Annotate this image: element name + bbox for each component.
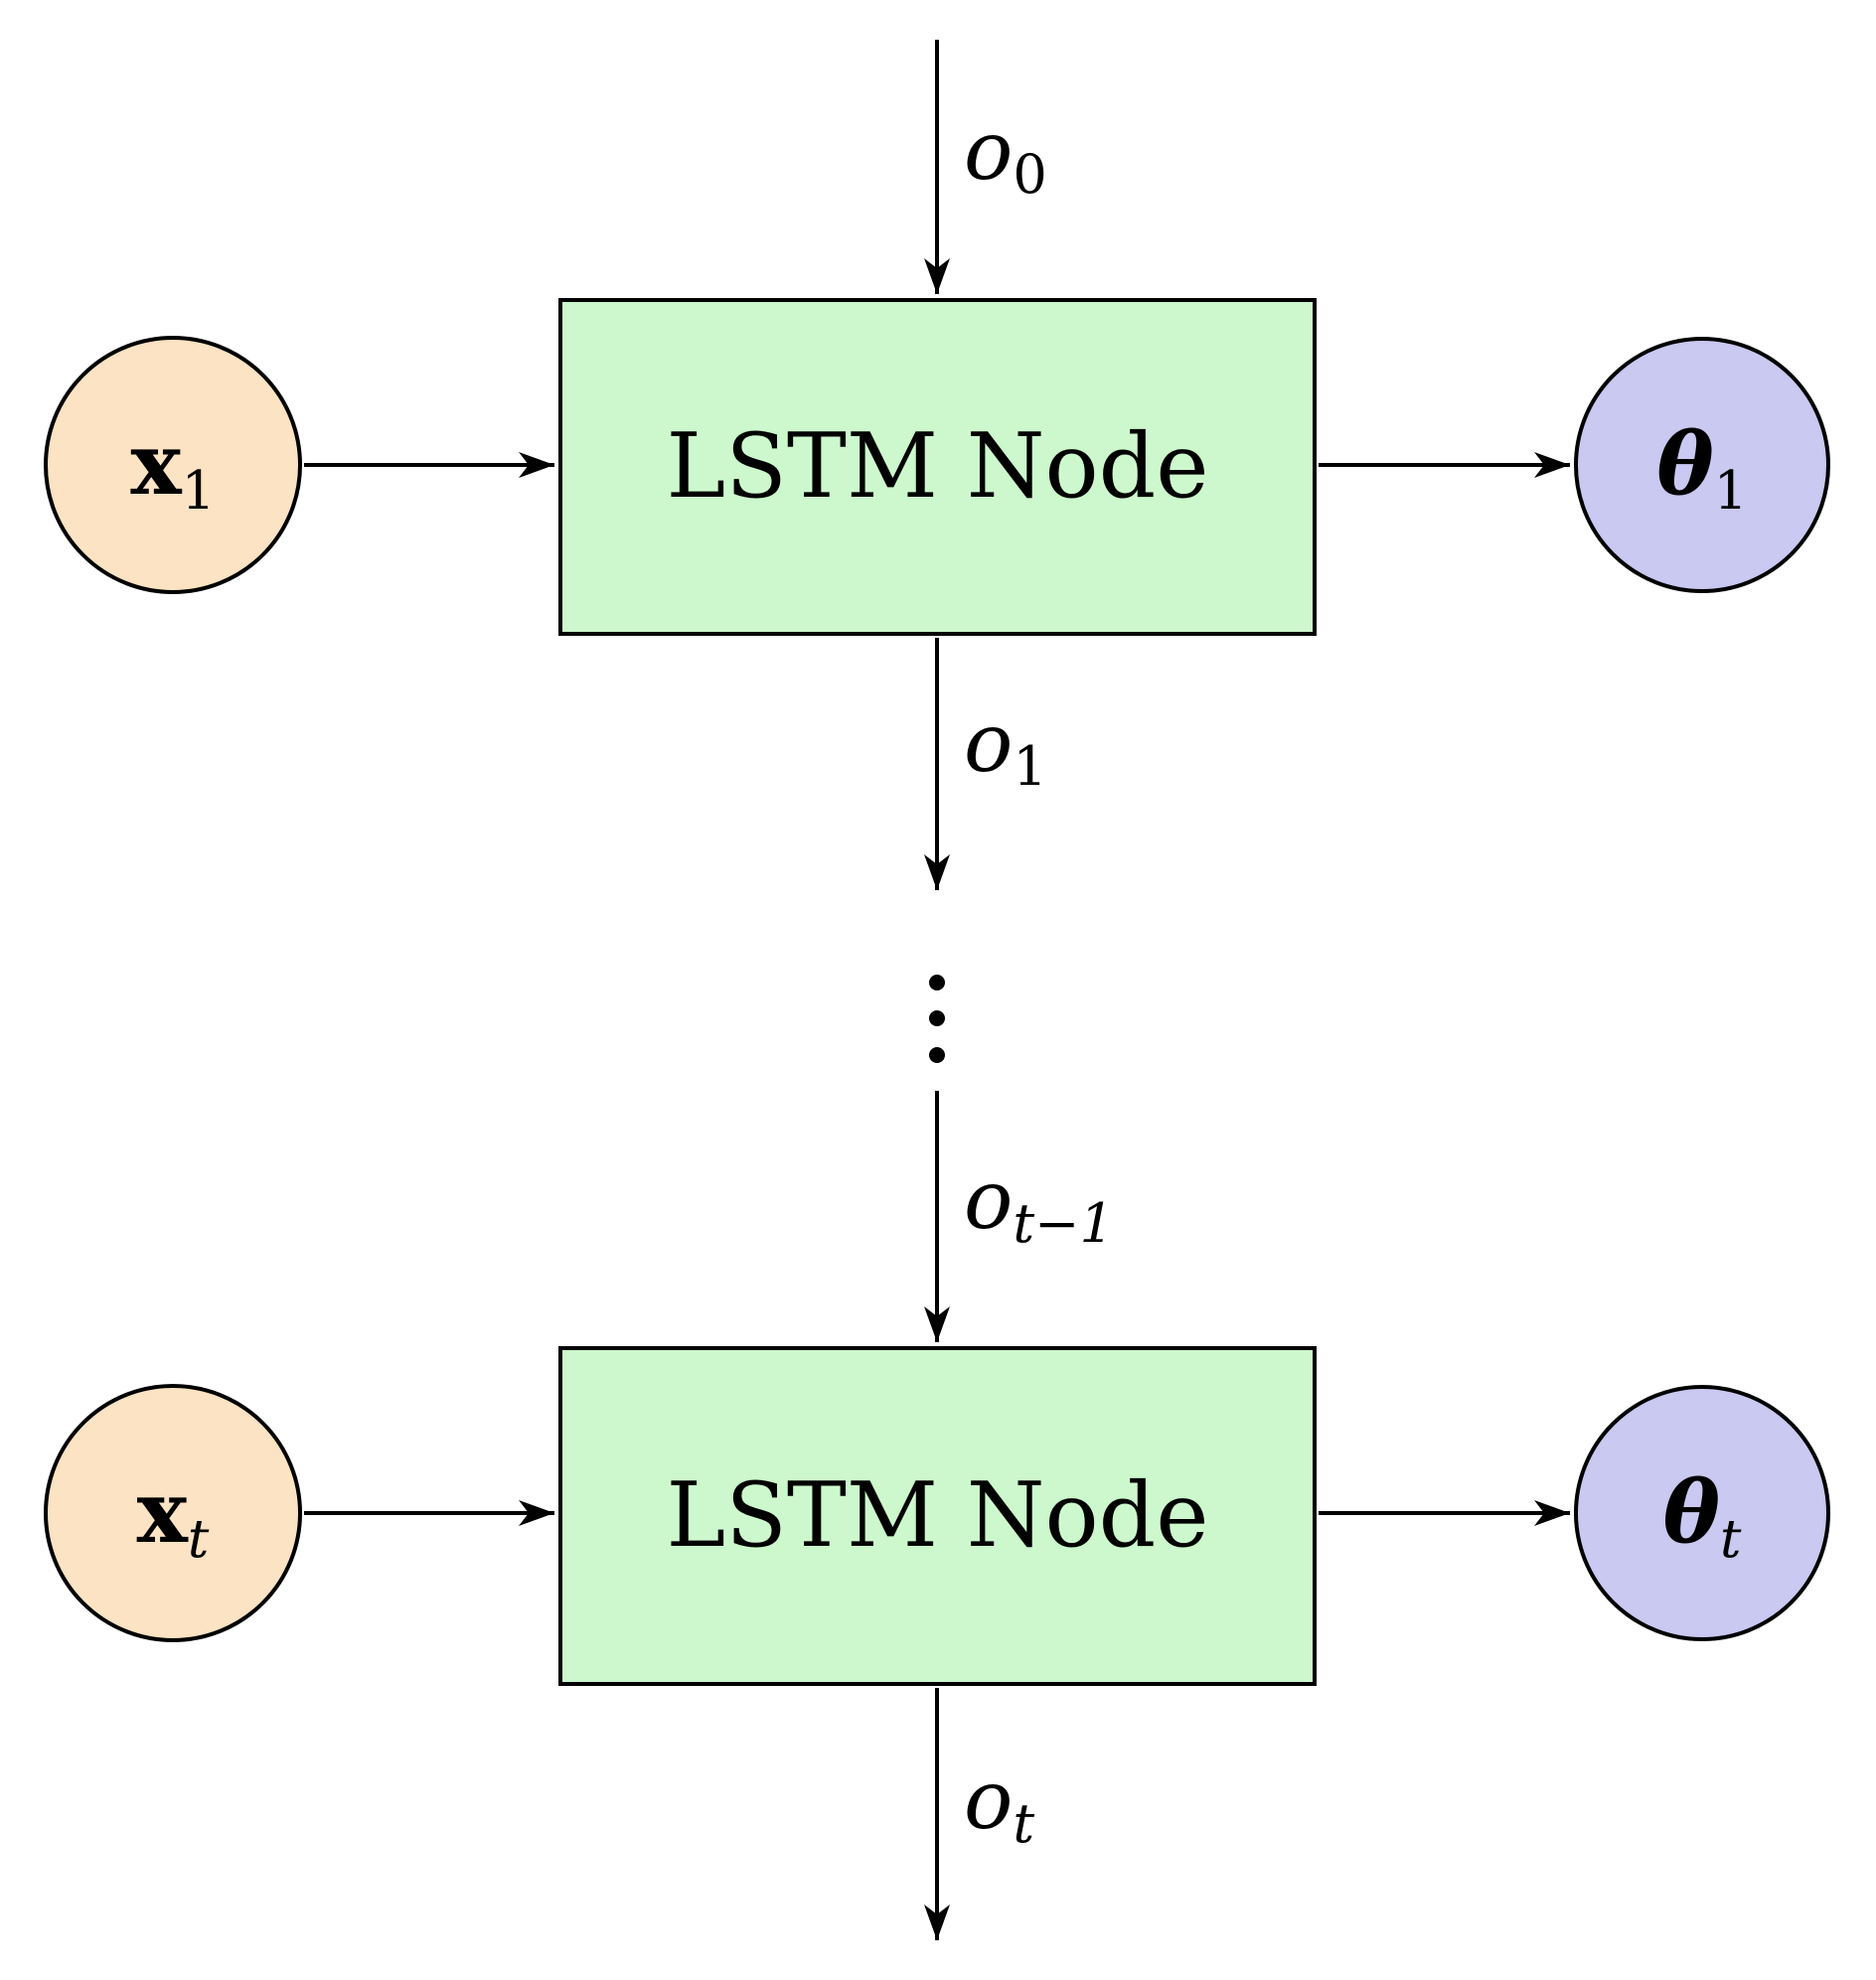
output-node-thetat-label: θt: [1662, 1462, 1742, 1570]
output-node-theta1-label: θ1: [1656, 414, 1748, 522]
input-node-xt-label: xt: [136, 1462, 210, 1570]
vertical-ellipsis: [929, 975, 945, 1063]
edge-label-ot: ot: [964, 1753, 1035, 1856]
input-node-xt: xt: [44, 1384, 302, 1642]
input-node-x1: x1: [44, 336, 302, 594]
lstm-node-1-box: LSTM Node: [558, 298, 1317, 636]
lstm-node-2-box: LSTM Node: [558, 1346, 1317, 1686]
output-node-thetat: θt: [1574, 1385, 1830, 1641]
ellipsis-dot: [929, 975, 945, 990]
ellipsis-dot: [929, 1047, 945, 1063]
output-node-theta1: θ1: [1574, 337, 1830, 593]
input-node-x1-label: x1: [130, 414, 216, 522]
edge-label-ot-minus-1: ot−1: [964, 1153, 1114, 1256]
edge-label-o0: o0: [964, 104, 1047, 207]
lstm-node-2-label: LSTM Node: [666, 1463, 1209, 1568]
ellipsis-dot: [929, 1010, 945, 1026]
edge-label-o1: o1: [964, 696, 1047, 799]
lstm-node-1-label: LSTM Node: [666, 414, 1209, 519]
